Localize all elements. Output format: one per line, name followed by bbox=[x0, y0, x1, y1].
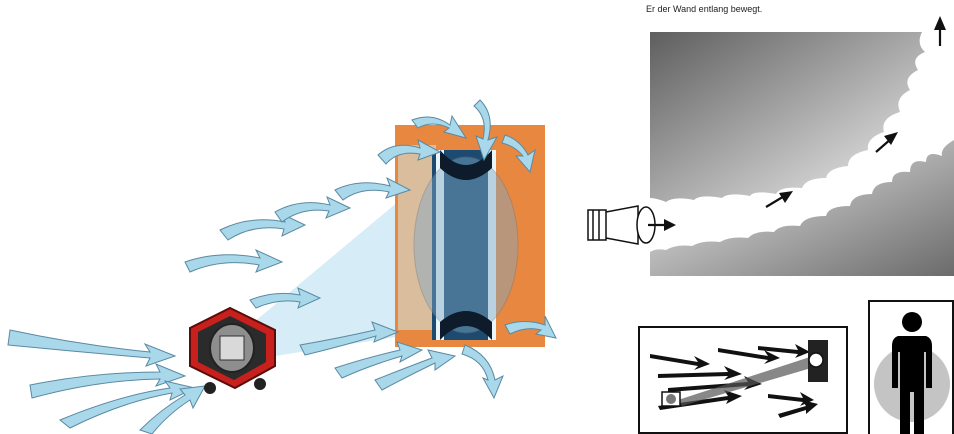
fan-airflow-illustration bbox=[0, 0, 590, 434]
nozzle-icon bbox=[588, 206, 655, 244]
upper-wall-band bbox=[650, 32, 925, 202]
wall-airflow-diagram: Er der Wand entlang bewegt. bbox=[580, 0, 954, 300]
fan-icon bbox=[662, 392, 680, 406]
arrow-icon bbox=[876, 132, 898, 152]
air-stream-arrow bbox=[275, 197, 350, 222]
room-airflow-sketch bbox=[638, 326, 848, 434]
air-stream-arrow bbox=[220, 214, 305, 240]
person-scale-reference bbox=[868, 300, 954, 434]
figure-caption: Er der Wand entlang bewegt. bbox=[646, 4, 762, 14]
arrow-icon bbox=[934, 16, 946, 46]
outlet-circle bbox=[809, 353, 823, 367]
air-stream-arrow bbox=[462, 345, 503, 398]
air-stream-arrow bbox=[8, 330, 175, 366]
air-stream-arrow bbox=[185, 250, 282, 272]
arrow-icon bbox=[766, 191, 793, 207]
coverage-ellipse bbox=[414, 157, 518, 333]
